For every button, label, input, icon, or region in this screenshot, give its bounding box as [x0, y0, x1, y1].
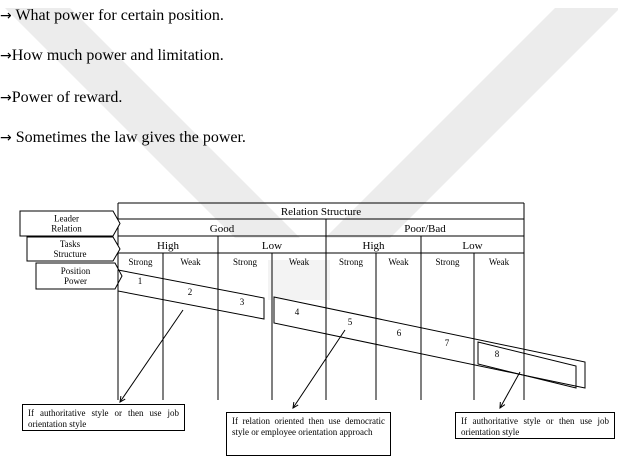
octant-number: 2	[188, 287, 193, 297]
task-structure-label: High	[363, 240, 386, 252]
note-authoritative-right: If authoritative style or then use job o…	[455, 412, 615, 439]
leader-relation-pointer-text: Relation	[51, 224, 82, 234]
task-structure-pointer-text: Tasks	[60, 239, 81, 249]
task-structure-label: High	[157, 240, 180, 252]
contingency-table	[117, 202, 525, 400]
octant-number: 1	[138, 276, 143, 286]
bullet-item: →Power of reward.	[0, 88, 122, 108]
relation-poor-label: Poor/Bad	[404, 223, 446, 235]
octant-band-1-3	[117, 269, 265, 320]
task-structure-pointer-text: Structure	[54, 249, 87, 259]
arrow-icon: →	[0, 48, 12, 64]
arrow-icon: →	[0, 90, 12, 106]
bullet-text: Power of reward.	[11, 89, 123, 106]
position-power-pointer-text: Position	[61, 266, 91, 276]
note-relation-oriented: If relation oriented then use democratic…	[226, 412, 391, 456]
octant-number: 6	[397, 328, 402, 338]
relation-structure-header: Relation Structure	[281, 206, 361, 218]
position-power-label: Weak	[180, 257, 201, 267]
callout-arrow-left	[119, 309, 184, 403]
bullet-item: →How much power and limitation.	[0, 46, 224, 66]
octant-band-4-7	[273, 296, 586, 389]
position-power-pointer-text: Power	[64, 276, 87, 286]
task-structure-label: Low	[462, 240, 482, 252]
octant-number: 7	[445, 338, 450, 348]
octant-number: 3	[240, 297, 245, 307]
callout-arrow-middle-head	[292, 401, 299, 409]
bullet-item: → What power for certain position.	[0, 6, 224, 26]
octant-boxes: 1 2 3 4 5 6 7 8	[117, 269, 586, 389]
leader-relation-pointer-text: Leader	[54, 214, 79, 224]
leader-relation-pointer	[19, 210, 121, 237]
arrow-icon: →	[0, 130, 12, 146]
task-structure-label: Low	[262, 240, 282, 252]
task-structure-pointer	[26, 236, 121, 262]
position-power-label: Strong	[128, 257, 153, 267]
callout-arrow-left-head	[119, 395, 126, 403]
octant-number: 4	[295, 307, 300, 317]
position-power-label: Weak	[489, 257, 510, 267]
position-power-label: Strong	[233, 257, 258, 267]
callout-arrows	[119, 309, 521, 410]
row-label-pointers: LeaderRelationTasksStructurePositionPowe…	[19, 210, 123, 290]
bullet-text: Sometimes the law gives the power.	[11, 129, 246, 146]
octant-number: 5	[348, 317, 353, 327]
octant-number: 8	[495, 349, 500, 359]
note-authoritative-left: If authoritative style or then use job o…	[22, 404, 185, 431]
position-power-label: Weak	[289, 257, 310, 267]
callout-arrow-middle	[292, 329, 346, 409]
position-power-label: Strong	[339, 257, 364, 267]
callout-arrow-right-head	[499, 401, 506, 410]
octant-band-8	[477, 341, 577, 389]
callout-arrow-right	[499, 371, 521, 409]
bullet-text: How much power and limitation.	[11, 47, 224, 64]
arrow-icon: →	[0, 8, 12, 24]
bullet-item: → Sometimes the law gives the power.	[0, 128, 246, 148]
relation-good-label: Good	[210, 223, 235, 235]
position-power-label: Weak	[388, 257, 409, 267]
bullet-text: What power for certain position.	[11, 7, 224, 24]
position-power-label: Strong	[435, 257, 460, 267]
